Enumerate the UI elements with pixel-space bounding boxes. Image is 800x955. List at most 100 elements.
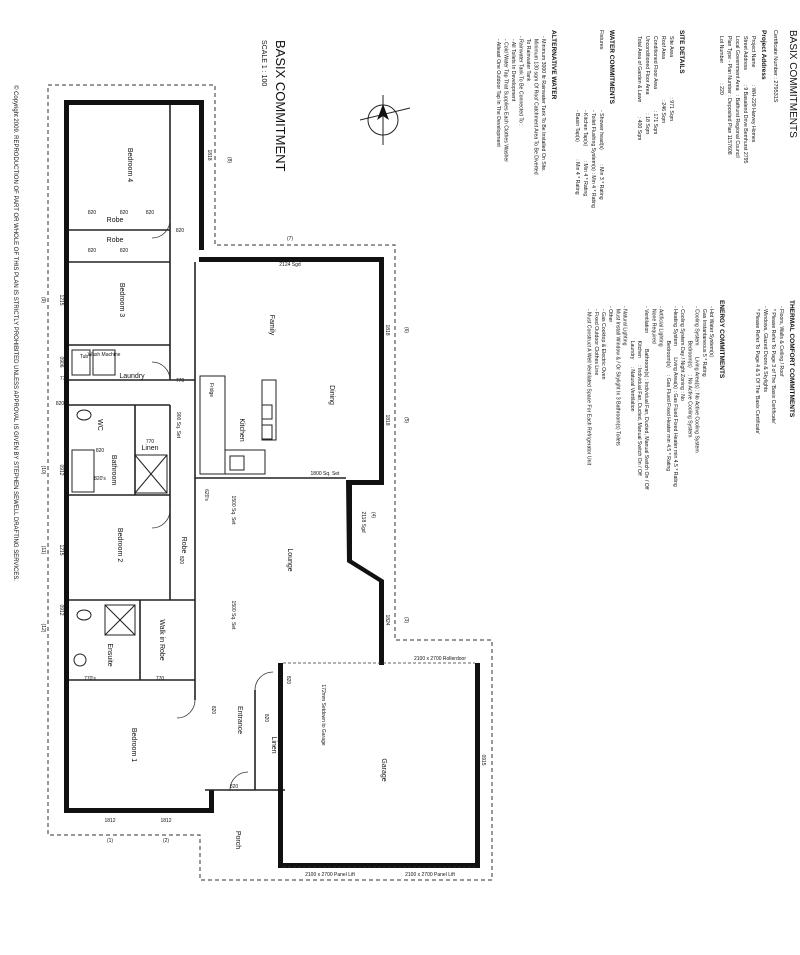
energy-commitment-line: - Natural Lighting bbox=[622, 306, 628, 346]
alternative-water-line: - Rainwater Tank To Be Connected To : bbox=[518, 36, 524, 126]
marker-9: (9) bbox=[40, 297, 46, 303]
cert-project-address: Project Address bbox=[760, 30, 767, 80]
alternative-water-line: Minimum 130 sqm Of Roof Catchment Area T… bbox=[533, 36, 539, 175]
project-address-line: Project Name : WH-229 Harvey Homes bbox=[750, 36, 756, 143]
dim-door-820-n: 820 bbox=[230, 784, 239, 790]
garage-walls bbox=[278, 662, 480, 868]
energy-commitment-line: Bedroom(s) : Gas Flued Fixed Heater min … bbox=[665, 306, 671, 471]
energy-commitment-line: None Required bbox=[650, 306, 656, 344]
dim-door-770-a: 770 bbox=[60, 376, 69, 382]
room-robe-b3: Robe bbox=[107, 237, 124, 244]
water-commitment-line: - Kitchen Tap(s) : Min 4 * Rating bbox=[582, 110, 588, 196]
basix-certificate-text: BASIX COMMITMENTS Certificate Number : 2… bbox=[495, 30, 798, 490]
copyright-note: © Copyright 2009. REPRODUCTION OF PART O… bbox=[12, 85, 19, 581]
project-address-line: Street Address : 9 Basalend Drive Bemhur… bbox=[742, 36, 748, 164]
site-details-line: Conditioned Floor Area : 171 Sqm bbox=[652, 36, 658, 134]
dim-0912-a: 0912 bbox=[58, 464, 64, 475]
marker-10: (10) bbox=[40, 466, 46, 475]
energy-commitment-line: - Ventilation Bathroom(s) : Individual F… bbox=[643, 306, 649, 490]
room-fridge: Fridge bbox=[208, 383, 214, 397]
dim-door-770-c: 770 bbox=[146, 439, 155, 445]
bathroom-fittings bbox=[71, 349, 168, 667]
dim-door-820-k: 820 bbox=[285, 676, 291, 685]
window-markers: (1) (2) (3) (4) (5) (6) (7) (8) (9) (10)… bbox=[40, 157, 409, 844]
energy-commitment-line: - Gas Cooktop & Electric Oven bbox=[600, 306, 606, 380]
dim-door-820-b: 820 bbox=[120, 210, 129, 216]
energy-commitment-line: Bedroom(s) : No Active Cooling System bbox=[686, 306, 692, 437]
dim-1824: 1824 bbox=[384, 614, 390, 625]
cert-alt-water: ALTERNATIVE WATER bbox=[550, 30, 557, 100]
room-garage: Garage bbox=[380, 758, 387, 781]
room-wc: WC bbox=[96, 419, 103, 431]
alternative-water-line: To Rainwater Tank bbox=[525, 36, 531, 82]
dim-2118-sgd: 2118 Sgd bbox=[360, 511, 366, 532]
marker-12: (12) bbox=[40, 624, 46, 633]
water-commitment-line: - Toilet Flushing System(s) : Min 4 * Ra… bbox=[590, 110, 596, 208]
dim-door-820-g: 820 bbox=[56, 401, 65, 407]
dim-door-820-a: 820 bbox=[88, 210, 97, 216]
dim-door-820-j: 820 bbox=[210, 706, 216, 715]
dim-door-820-i: 820 bbox=[178, 556, 184, 565]
dim-0912-b: 0912 bbox=[58, 604, 64, 615]
dimension-labels: 1818 1215 0906 0912 1215 0912 1812 1812 … bbox=[56, 149, 486, 878]
dim-door-820-e: 820 bbox=[120, 248, 129, 254]
energy-commitment-line: - Fixed Outdoor Clothes Line bbox=[593, 306, 599, 375]
thermal-comfort-lines: - Floors, Walls & Ceiling / Roof * Pleas… bbox=[754, 306, 784, 434]
room-wash-machine: Wash Machine bbox=[88, 352, 121, 358]
room-dining: Dining bbox=[328, 385, 335, 405]
marker-3: (3) bbox=[403, 617, 409, 623]
room-bedroom-1: Bedroom 1 bbox=[130, 728, 137, 762]
room-labels: Bedroom 4 Robe Robe Bedroom 3 Laundry Tu… bbox=[80, 148, 387, 849]
room-linen-2: Linen bbox=[270, 736, 277, 753]
alternative-water-line: - All Toilets In Development bbox=[510, 36, 516, 102]
dim-1812-b: 1812 bbox=[160, 818, 171, 824]
dim-1215-a: 1215 bbox=[58, 294, 64, 305]
site-details-line: Site Area : 971 Sqm bbox=[668, 36, 674, 121]
plan-scale: SCALE 1 : 100 bbox=[260, 40, 267, 86]
room-family: Family bbox=[268, 315, 275, 336]
water-commitment-line: - Basin Tap(s) : Min 4 * Rating bbox=[574, 110, 580, 195]
plan-title: BASIX COMMITMENT bbox=[273, 40, 288, 172]
project-address-line: Local Government Area : Bathurst Regiona… bbox=[734, 36, 740, 158]
boundary-outline bbox=[47, 84, 493, 881]
marker-2: (2) bbox=[163, 838, 169, 844]
room-kitchen: Kitchen bbox=[238, 418, 245, 441]
room-linen: Linen bbox=[141, 445, 158, 452]
dim-door-820-c: 820 bbox=[146, 210, 155, 216]
project-address-lines: Project Name : WH-229 Harvey HomesStreet… bbox=[718, 36, 756, 164]
marker-11: (11) bbox=[40, 546, 46, 555]
water-commitment-lines: - Shower head(s) : Min 3 * Rating- Toile… bbox=[574, 110, 604, 208]
cert-water-fixtures: Fixtures bbox=[598, 30, 604, 50]
room-walk-in-robe: Walk in Robe bbox=[158, 619, 165, 660]
room-bedroom-3: Bedroom 3 bbox=[118, 283, 125, 317]
room-porch: Porch bbox=[234, 831, 241, 849]
dim-1818-c: 1818 bbox=[384, 414, 390, 425]
energy-commitment-line: - Other bbox=[607, 306, 613, 322]
dim-1215-b: 1215 bbox=[58, 544, 64, 555]
marker-8: (8) bbox=[226, 157, 232, 163]
energy-commitment-line: - Heating System Living Area(s) : Gas Fl… bbox=[672, 306, 678, 487]
room-bathroom: Bathroom bbox=[110, 455, 117, 486]
alternative-water-line: - Cold Water Tap That Supplies Each Clot… bbox=[503, 36, 509, 162]
energy-commitment-line: - Artificial Lighting bbox=[658, 306, 664, 347]
dim-rollerdoor: 2100 x 2700 Rollerdoor bbox=[414, 656, 466, 662]
site-details-line: Total Area of Garden & Lawn : 400 Sqm bbox=[636, 36, 642, 140]
cert-site-details: SITE DETAILS bbox=[678, 30, 685, 74]
room-bedroom-2: Bedroom 2 bbox=[116, 528, 123, 562]
marker-4: (4) bbox=[370, 512, 376, 518]
thermal-comfort-line: - Floors, Walls & Ceiling / Roof bbox=[778, 306, 784, 377]
dim-0906: 0906 bbox=[58, 356, 64, 367]
energy-commitment-line: Gas Instantaneous 5 * Rating bbox=[701, 306, 707, 377]
house-walls bbox=[64, 100, 384, 813]
dim-panel-lift-2: 2100 x 2700 Panel Lift bbox=[405, 872, 455, 878]
cert-water: WATER COMMITMENTS bbox=[608, 30, 615, 105]
thermal-comfort-line: * Please Refer To Page 4 & 5 Of The 'Bas… bbox=[754, 306, 760, 434]
cert-heading: BASIX COMMITMENTS bbox=[787, 30, 798, 138]
thermal-comfort-line: * Please Refer To Page 3 of The 'Basix C… bbox=[770, 306, 776, 424]
interior-walls bbox=[69, 105, 346, 791]
room-tub: Tub bbox=[80, 354, 89, 360]
project-address-line: Lot Number : 220 bbox=[718, 36, 724, 95]
